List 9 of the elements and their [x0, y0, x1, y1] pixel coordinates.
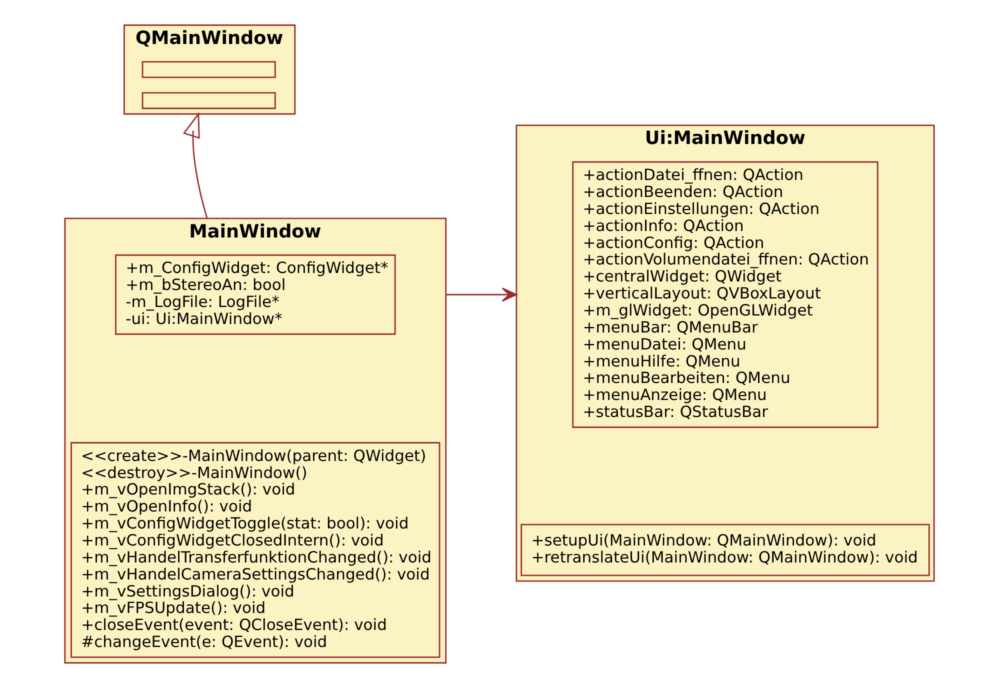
- arrow: [182, 112, 208, 219]
- node-box: +actionDatei_ffnen: QAction +actionBeenden: QAction +actionEinstellungen: QAction +actionInfo: QAction +actionConfig: QAction +actionVolumendatei_ffnen: QAction +centralWidget: QWidget +verticalLayout: QVBoxLayout +m_glWidget: OpenGLWidget +menuBar: QMenuBar +menuDatei: QMenu +menuHilfe: QMenu +menuBearbeiten: QMenu +menuAnzeige: QMenu +statusBar: QStatusBar: [572, 161, 878, 428]
- node-box: [142, 92, 276, 110]
- node-box: +setupUi(MainWindow: QMainWindow): void +retranslateUi(MainWindow: QMainWindow): void: [520, 524, 930, 576]
- node-box: <<create>>-MainWindow(parent: QWidget) <<destroy>>-MainWindow() +m_vOpenImgStack(): void +m_vOpenInfo(): void +m_vConfigWidgetToggle(stat: bool): void +m_vConfigWidgetClosedIntern(): void +m_vHandelTransferfunktionChanged(): void +m_vHandelCameraSettingsChanged(): void +m_vSettingsDialog(): void +m_vFPSUpdate(): void +closeEvent(event: QCloseEvent): void #changeEvent(e: QEvent): void: [70, 442, 440, 658]
- arrow: [446, 288, 518, 302]
- node-box: [142, 61, 276, 78]
- node-box: +m_ConfigWidget: ConfigWidget* +m_bStereoAn: bool -m_LogFile: LogFile* -ui: Ui:MainWindow*: [115, 254, 396, 335]
- cluster: QMainWindow: [123, 24, 296, 115]
